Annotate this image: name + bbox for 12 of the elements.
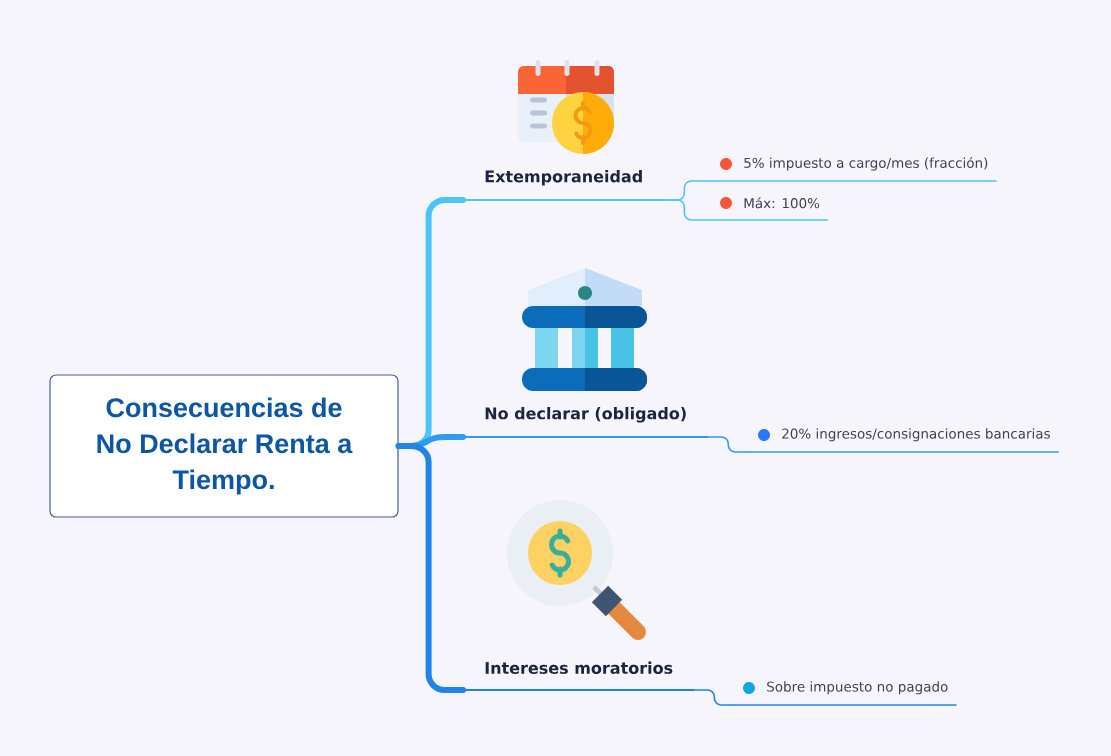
topic-label: Intereses moratorios (462, 661, 696, 691)
topic-label: No declarar (obligado) (462, 407, 710, 438)
brace-connector (693, 689, 734, 706)
list-item: Máx: 100% (709, 197, 829, 221)
list-item: Sobre impuesto no pagado (732, 681, 958, 706)
brace-connector (395, 443, 466, 693)
brace-connector (707, 436, 749, 453)
brace-connector (663, 199, 711, 221)
topic-label: Extemporaneidad (462, 170, 666, 201)
list-item: 20% ingresos/consignaciones bancarias (747, 428, 1060, 453)
title-box: Consecuencias de No Declarar Renta a Tiempo. (49, 374, 399, 518)
list-item: 5% impuesto a cargo/mes (fracción) (709, 157, 998, 182)
